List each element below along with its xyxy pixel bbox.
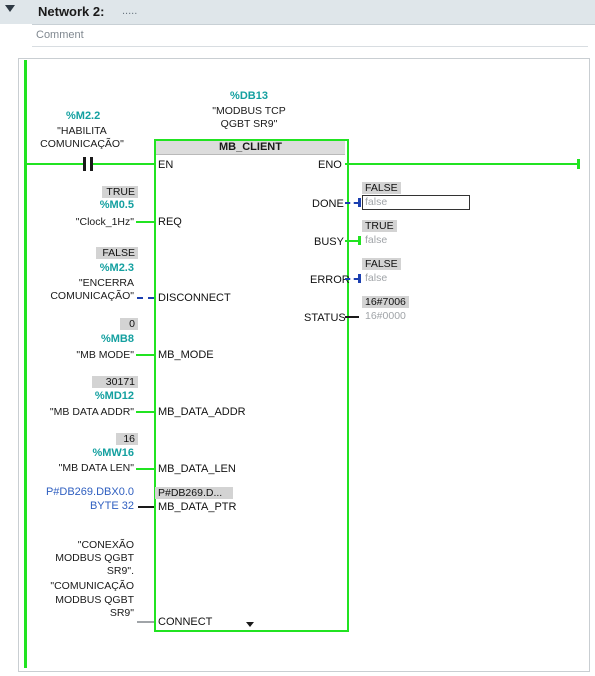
network-title-suffix[interactable]: .....: [122, 5, 138, 17]
busy-value: TRUE: [362, 220, 397, 232]
connect-line6[interactable]: SR9": [109, 607, 134, 619]
eno-endpoint: [577, 159, 580, 169]
mb-data-len-value: 16: [116, 433, 138, 445]
done-value: FALSE: [362, 182, 401, 194]
wire-disconnect: [137, 297, 154, 299]
contact-left-bar[interactable]: [83, 157, 86, 171]
connect-line2[interactable]: MODBUS QGBT: [55, 552, 134, 564]
pin-en[interactable]: EN: [158, 159, 174, 171]
wire-eno: [345, 163, 579, 165]
req-value: TRUE: [102, 186, 138, 198]
wire-status: [345, 316, 359, 318]
connect-line5[interactable]: MODBUS QGBT: [55, 594, 134, 606]
wire-rail-to-contact: [27, 163, 83, 165]
status-connected[interactable]: 16#0000: [365, 310, 406, 322]
connect-line3[interactable]: SR9".: [106, 565, 134, 577]
mb-data-ptr-value: P#DB269.D...: [155, 487, 233, 499]
wire-error: [345, 278, 359, 280]
connect-line4[interactable]: "COMUNICAÇÃO: [50, 580, 134, 592]
wire-connect: [137, 621, 154, 623]
done-connected[interactable]: false: [365, 196, 388, 208]
mb-mode-tag[interactable]: "MB MODE": [76, 349, 134, 361]
disconnect-tag-line1[interactable]: "ENCERRA: [78, 277, 134, 289]
mb-client-block[interactable]: [154, 139, 349, 632]
disconnect-address[interactable]: %M2.3: [99, 262, 134, 274]
power-rail: [24, 60, 27, 668]
mb-mode-address[interactable]: %MB8: [100, 333, 134, 345]
done-endpoint: [358, 198, 361, 207]
busy-endpoint: [358, 236, 361, 245]
pin-mb-data-addr[interactable]: MB_DATA_ADDR: [158, 406, 246, 418]
error-connected[interactable]: false: [365, 272, 388, 284]
disconnect-tag-line2[interactable]: COMUNICAÇÃO": [50, 290, 134, 302]
mb-data-ptr-line2[interactable]: BYTE 32: [89, 500, 134, 512]
instance-name-line1: "MODBUS TCP: [212, 105, 286, 117]
left-gutter: [0, 24, 32, 52]
pin-mb-data-len[interactable]: MB_DATA_LEN: [158, 463, 236, 475]
pin-disconnect[interactable]: DISCONNECT: [158, 292, 231, 304]
expand-arrow-icon[interactable]: [246, 622, 254, 627]
contact-tag-line2: COMUNICAÇÃO": [40, 138, 124, 150]
disconnect-value: FALSE: [96, 247, 138, 259]
wire-busy: [345, 240, 359, 242]
pin-mb-data-ptr[interactable]: MB_DATA_PTR: [158, 501, 237, 513]
contact-right-bar[interactable]: [90, 157, 93, 171]
network-header[interactable]: [0, 0, 595, 25]
wire-contact-to-en: [93, 163, 154, 165]
instance-db-address: %DB13: [230, 90, 268, 102]
network-title[interactable]: Network 2:: [38, 4, 105, 19]
pin-eno[interactable]: ENO: [318, 159, 342, 171]
connect-line1[interactable]: "CONEXÃO: [77, 539, 134, 551]
wire-mb-data-ptr: [138, 506, 154, 508]
instance-name-line2: QGBT SR9": [220, 118, 278, 130]
mb-data-addr-address[interactable]: %MD12: [94, 390, 134, 402]
collapse-arrow-icon[interactable]: [5, 5, 15, 12]
status-value: 16#7006: [362, 296, 409, 308]
pin-status[interactable]: STATUS: [304, 312, 346, 324]
pin-req[interactable]: REQ: [158, 216, 182, 228]
wire-mb-mode: [136, 354, 154, 356]
done-operand-field[interactable]: [362, 195, 470, 210]
mb-data-len-address[interactable]: %MW16: [92, 447, 134, 459]
pin-done[interactable]: DONE: [312, 198, 344, 210]
mb-data-ptr-line1[interactable]: P#DB269.DBX0.0: [45, 486, 134, 498]
contact-tag-line1: "HABILITA: [57, 125, 107, 137]
pin-connect[interactable]: CONNECT: [158, 616, 213, 628]
error-endpoint: [358, 274, 361, 283]
mb-data-len-tag[interactable]: "MB DATA LEN": [58, 462, 134, 474]
pin-busy[interactable]: BUSY: [314, 236, 344, 248]
contact-address: %M2.2: [66, 110, 101, 122]
wire-mb-data-len: [136, 468, 154, 470]
pin-mb-mode[interactable]: MB_MODE: [158, 349, 214, 361]
mb-data-addr-tag[interactable]: "MB DATA ADDR": [49, 406, 134, 418]
block-name: MB_CLIENT: [219, 141, 282, 153]
req-tag[interactable]: "Clock_1Hz": [75, 216, 134, 228]
wire-done: [345, 202, 359, 204]
error-value: FALSE: [362, 258, 401, 270]
comment-placeholder[interactable]: Comment: [36, 29, 84, 41]
comment-field[interactable]: [32, 26, 588, 47]
pin-error[interactable]: ERROR: [310, 274, 350, 286]
mb-data-addr-value: 30171: [92, 376, 138, 388]
mb-mode-value: 0: [120, 318, 138, 330]
busy-connected[interactable]: false: [365, 234, 388, 246]
wire-mb-data-addr: [136, 411, 154, 413]
wire-req: [136, 221, 154, 223]
block-titlebar: [156, 141, 345, 155]
req-address[interactable]: %M0.5: [99, 199, 134, 211]
